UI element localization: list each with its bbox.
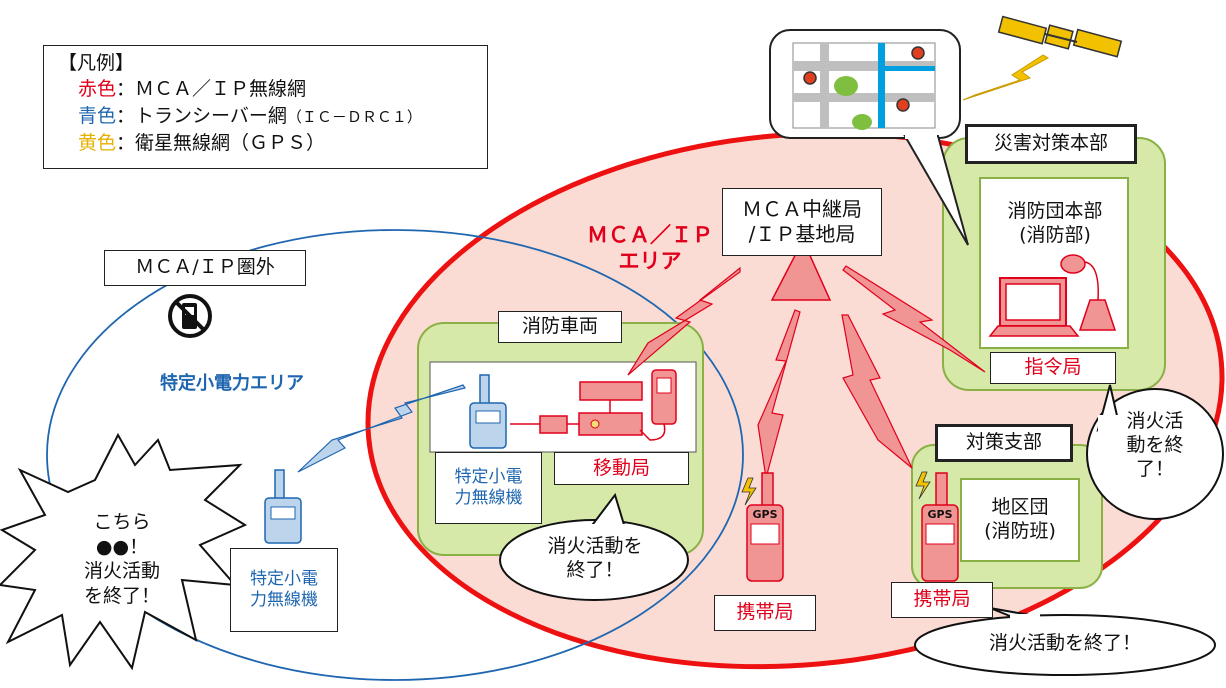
pc-icon <box>988 254 1117 337</box>
lightning-icon <box>841 314 913 469</box>
out-of-range-label: ＭＣＡ/ＩＰ圏外 <box>104 250 306 286</box>
portable-speech-bubble <box>914 614 1216 676</box>
radio-icon <box>469 374 507 449</box>
portable-station-label-2: 携帯局 <box>891 582 993 618</box>
legend: 【凡例】 赤色：ＭＣＡ／ＩＰ無線網 青色：トランシーバー網（ＩＣ－ＤＲＣ１） 黄… <box>43 45 488 169</box>
fire-vehicle-label: 消防車両 <box>498 311 622 343</box>
lightning-icon <box>962 54 1050 101</box>
gps-label: GPS <box>927 508 953 521</box>
antenna-tower-icon <box>770 238 832 301</box>
legend-row-yellow: 黄色：衛星無線網（ＧＰＳ） <box>58 130 487 157</box>
district-label: 地区団 (消防班) <box>960 478 1080 562</box>
gps-radio-icon <box>915 471 959 582</box>
no-phone-icon <box>168 294 212 338</box>
legend-key: 黄色 <box>78 132 117 154</box>
legend-text: トランシーバー網 <box>135 105 287 127</box>
fire-hq-label: 消防団本部 (消防部) <box>1007 200 1103 246</box>
legend-text: ＭＣＡ／ＩＰ無線網 <box>135 78 307 100</box>
dispatch-speech-bubble <box>1086 388 1224 520</box>
burst-speech-bubble <box>0 432 248 671</box>
lightning-icon <box>297 384 466 473</box>
legend-sep: ： <box>116 132 136 154</box>
low-power-area-ellipse <box>46 229 744 681</box>
lightning-icon <box>627 266 741 376</box>
radio-outside-label: 特定小電 力無線機 <box>230 548 338 632</box>
portable-speech-text: 消火活動を終了！ <box>988 632 1141 654</box>
legend-key: 赤色 <box>78 78 117 100</box>
dispatch-speech-text: 消火活 動を終 了！ <box>1126 410 1184 480</box>
gps-label: GPS <box>752 508 778 521</box>
burst-speech-text: こちら ●●！ 消火活動 を終了！ <box>83 511 160 608</box>
dispatch-label: 指令局 <box>990 352 1116 384</box>
legend-key: 青色 <box>78 105 117 127</box>
legend-row-red: 赤色：ＭＣＡ／ＩＰ無線網 <box>58 76 487 103</box>
legend-title: 【凡例】 <box>58 52 135 74</box>
legend-sep: ： <box>116 78 136 100</box>
vehicle-speech-bubble <box>499 519 689 601</box>
satellite-icon <box>997 15 1123 58</box>
portable-station-label-1: 携帯局 <box>714 595 816 631</box>
mobile-station-label: 移動局 <box>554 452 689 485</box>
mca-ip-area-label: ＭＣＡ／ＩＰ エリア <box>587 223 713 274</box>
map-icon <box>792 42 936 130</box>
mobile-station-radio <box>510 369 677 441</box>
branch-hq-label: 対策支部 <box>935 424 1073 462</box>
legend-text: 衛星無線網（ＧＰＳ） <box>135 132 326 154</box>
disaster-hq-label: 災害対策本部 <box>965 124 1137 164</box>
low-power-area-label: 特定小電力エリア <box>160 373 304 394</box>
radio-in-vehicle-label: 特定小電 力無線機 <box>435 452 542 524</box>
legend-row-blue: 青色：トランシーバー網（ＩＣ－ＤＲＣ１） <box>58 103 487 130</box>
legend-sep: ： <box>116 105 136 127</box>
gps-radio-icon <box>741 472 784 582</box>
vehicle-speech-text: 消火活動を 終了！ <box>547 535 643 581</box>
relay-station-label: ＭＣＡ中継局 /ＩＰ基地局 <box>722 188 882 256</box>
radio-icon <box>264 469 302 544</box>
legend-suffix: （ＩＣ－ＤＲＣ１） <box>286 108 422 126</box>
lightning-icon <box>842 265 986 373</box>
